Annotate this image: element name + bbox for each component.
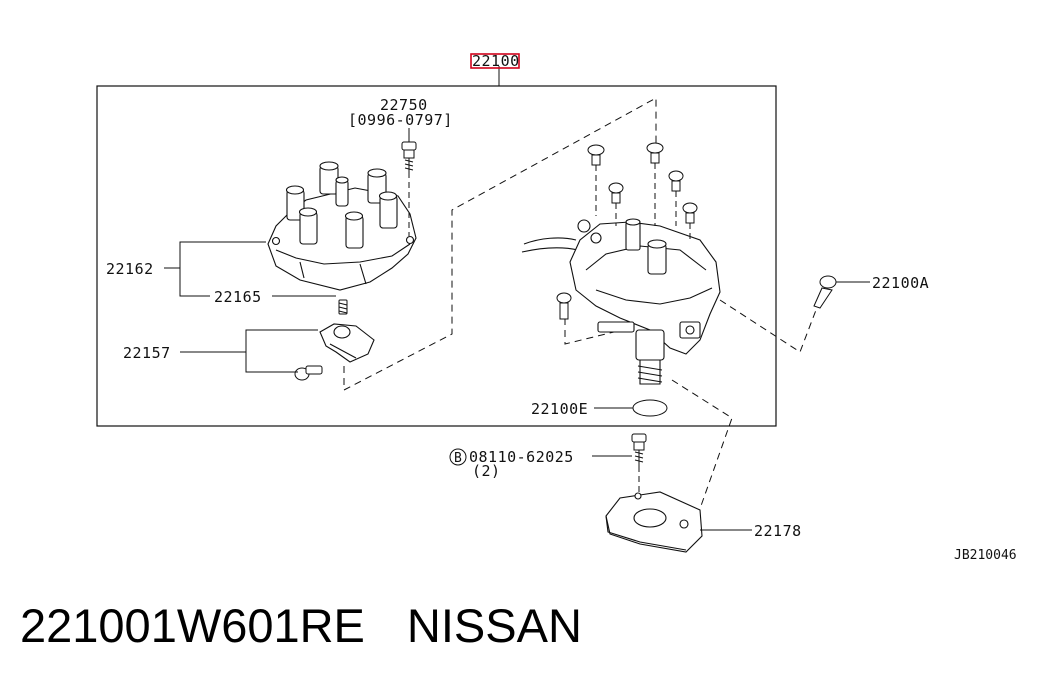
figure-id: JB210046: [954, 548, 1017, 563]
part-number-footer: 221001W601RE NISSAN: [20, 598, 582, 653]
label-bracket: 22178: [754, 522, 802, 540]
bracket-bolt[interactable]: [631, 433, 647, 494]
mounting-bracket[interactable]: [605, 491, 703, 553]
distributor-body[interactable]: [521, 218, 721, 385]
leader-rotor-head: [180, 329, 318, 373]
assembly-label-highlight[interactable]: [470, 53, 520, 69]
leader-cap: [164, 241, 266, 297]
body-screws[interactable]: [556, 142, 698, 320]
distributor-cap[interactable]: [267, 161, 417, 291]
label-o-ring: 22100E: [531, 400, 588, 418]
o-ring[interactable]: [632, 399, 668, 417]
side-bolt[interactable]: [813, 275, 837, 309]
assembly-label[interactable]: 22100: [472, 52, 520, 70]
label-cap: 22162: [106, 260, 154, 278]
brand-name: NISSAN: [406, 599, 582, 652]
label-bracket-bolt: 08110-62025: [469, 448, 574, 466]
assembly-frame: [96, 85, 777, 427]
bolt-code-letter: B: [454, 451, 462, 466]
rotor-screw[interactable]: [338, 299, 348, 315]
label-bracket-bolt-qty: (2): [472, 462, 501, 480]
rotor-head[interactable]: [319, 323, 375, 363]
label-rotor-head: 22157: [123, 344, 171, 362]
label-rotor-screw: 22165: [214, 288, 262, 306]
label-cap-screw: 22750: [380, 96, 428, 114]
rotor-head-screw[interactable]: [294, 365, 323, 381]
label-cap-screw-range: [0996-0797]: [348, 111, 453, 129]
cap-screw[interactable]: [401, 141, 417, 172]
part-number: 221001W601RE: [20, 599, 365, 652]
label-side-bolt: 22100A: [872, 274, 929, 292]
bolt-code-circle: [449, 448, 467, 466]
alignment-lines: [343, 97, 817, 521]
